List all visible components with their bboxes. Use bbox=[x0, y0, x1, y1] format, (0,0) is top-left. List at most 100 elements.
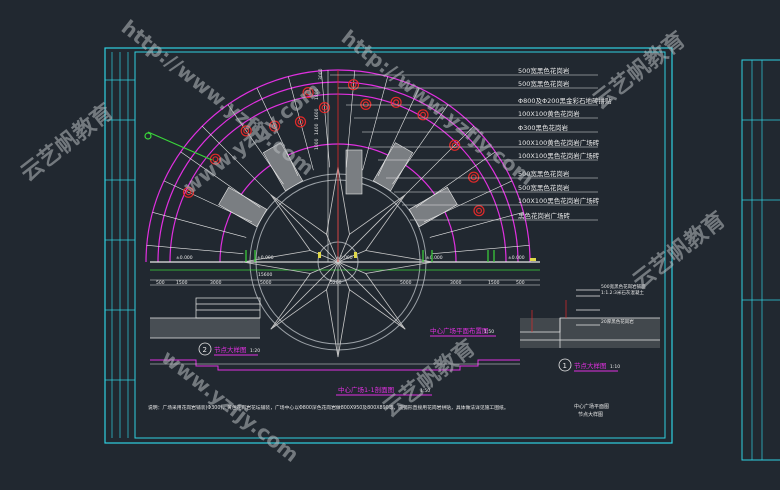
callout-label-9: 100X100黑色花岗岩广场砖 bbox=[518, 196, 600, 205]
star-ray-5 bbox=[337, 261, 366, 274]
callout-label-8: 500宽黑色花岗岩 bbox=[518, 183, 570, 192]
radial--15 bbox=[429, 212, 524, 238]
tree-marker-4 bbox=[294, 116, 307, 128]
dim-bottom-7: 1500 bbox=[488, 280, 500, 286]
tree-marker-13 bbox=[347, 79, 360, 91]
tree-marker-11 bbox=[473, 205, 485, 217]
node2-detail bbox=[150, 297, 261, 339]
radial--115 bbox=[256, 87, 299, 177]
dim-bottom-2: 3000 bbox=[210, 280, 222, 286]
detail-callout-1: 1:1.2:3米石灰混凝土 bbox=[601, 289, 644, 296]
tree-marker-12 bbox=[302, 86, 314, 99]
drawing-frame-outer bbox=[104, 47, 673, 444]
planter-block-3 bbox=[408, 186, 458, 228]
radial-lines bbox=[146, 70, 530, 254]
tree-markers bbox=[182, 79, 485, 217]
dim-bottom-3: 5000 bbox=[260, 280, 272, 286]
callout-lines bbox=[330, 74, 598, 221]
tree-marker-0 bbox=[182, 186, 195, 198]
elevation-marks: ±0.000±0.000±0.000±0.000±0.000 bbox=[176, 255, 525, 261]
section-title: 中心广场1-1剖面图 bbox=[338, 385, 394, 394]
node1-detail bbox=[520, 289, 660, 348]
star-ray-11 bbox=[310, 261, 339, 274]
tree-marker-5 bbox=[318, 101, 331, 114]
elevation-0: ±0.000 bbox=[176, 255, 193, 261]
design-note: 说明：广场采用花岗岩铺装(Φ300)，黄色花岗岩花坛铺装，广场中心以Φ800深色… bbox=[148, 404, 509, 411]
plan-title: 中心广场平面布置图 bbox=[430, 326, 489, 335]
dim-bottom-5: 5000 bbox=[400, 280, 412, 286]
node1-number: 1 bbox=[563, 362, 567, 370]
dim-top-1: 1800 bbox=[314, 88, 320, 100]
adjacent-sheet-frame bbox=[741, 59, 780, 461]
radial--175 bbox=[146, 245, 244, 254]
callout-label-1: 500宽黑色花岗岩 bbox=[518, 79, 570, 88]
title-strip bbox=[105, 52, 135, 438]
tree-marker-10 bbox=[468, 171, 480, 183]
planter-block-0 bbox=[218, 186, 268, 228]
dim-top-3: 1400 bbox=[314, 123, 320, 135]
radial--165 bbox=[152, 212, 247, 238]
radial--125 bbox=[227, 104, 284, 185]
dim-top-0: 3000 bbox=[318, 68, 324, 80]
top-dimensions: 3000 1800 1600 1400 1000 bbox=[314, 68, 324, 150]
planter-block-2 bbox=[372, 142, 414, 192]
dim-bottom-4: 5200 bbox=[330, 280, 342, 286]
elevation-1: ±0.000 bbox=[257, 255, 274, 261]
star-ray-10 bbox=[270, 261, 339, 330]
dim-bottom-8: 500 bbox=[516, 280, 525, 286]
node1-bubble bbox=[558, 358, 572, 372]
section-profile bbox=[150, 359, 520, 371]
detail-callout-2: 20厚黑色花岗岩 bbox=[601, 318, 634, 325]
tree-marker-6 bbox=[360, 98, 372, 111]
callout-label-7: 500宽黑色花岗岩 bbox=[518, 169, 570, 178]
dim-top-2: 1600 bbox=[314, 108, 320, 120]
radial--35 bbox=[415, 151, 496, 208]
dim-bottom-0: 500 bbox=[156, 280, 165, 286]
star-ray-14 bbox=[270, 194, 339, 263]
tree-marker-2 bbox=[240, 125, 252, 137]
dim-top-4: 1000 bbox=[314, 138, 320, 150]
callout-label-3: 100X100黄色花岗岩 bbox=[518, 109, 580, 118]
watermark-5: http://www.yzfjy.com bbox=[337, 25, 539, 190]
dim-bottom-6: 3000 bbox=[450, 280, 462, 286]
radial--45 bbox=[404, 125, 475, 196]
tree-marker-9 bbox=[449, 139, 461, 151]
callout-label-10: 黑色花岗岩广场砖 bbox=[518, 211, 571, 220]
accents bbox=[144, 131, 495, 262]
tree-marker-8 bbox=[417, 109, 429, 121]
callout-label-5: 100X100黄色花岗岩广场砖 bbox=[518, 138, 600, 147]
callout-label-2: Φ800及Φ200黑金彩石地砖拼贴 bbox=[518, 96, 612, 105]
elevation-4: ±0.000 bbox=[508, 255, 525, 261]
watermarks: 云艺帆教育 http://www.yzfjy.com www.yzfjy.com… bbox=[16, 15, 731, 467]
node2-scale: 1:20 bbox=[250, 348, 260, 354]
callout-label-4: Φ300黑色花岗岩 bbox=[518, 123, 569, 132]
watermark-4: 云艺帆教育 bbox=[588, 27, 691, 115]
tree-marker-3 bbox=[269, 120, 281, 132]
callout-label-0: 500宽黑色花岗岩 bbox=[518, 66, 570, 75]
radial--155 bbox=[163, 180, 253, 223]
tree-marker-7 bbox=[390, 96, 402, 108]
radial--75 bbox=[362, 76, 388, 171]
planter-block-center bbox=[345, 149, 363, 195]
star-ray-2 bbox=[337, 194, 406, 263]
watermark-1: 云艺帆教育 bbox=[16, 99, 119, 187]
star-ray-3 bbox=[337, 250, 366, 263]
star-ray-6 bbox=[337, 261, 406, 330]
star-ray-13 bbox=[310, 250, 339, 263]
watermark-6: 云艺帆教育 bbox=[628, 207, 731, 295]
node1-title: 节点大样图 bbox=[574, 361, 607, 370]
adjacent-title-strip bbox=[742, 60, 780, 460]
node1-scale: 1:10 bbox=[610, 364, 620, 370]
yellow-marks bbox=[318, 252, 536, 261]
title-block-2: 节点大样图 bbox=[578, 411, 603, 418]
callout-labels: 500宽黑色花岗岩 500宽黑色花岗岩 Φ800及Φ200黑金彩石地砖拼贴 100X1… bbox=[518, 66, 612, 220]
detail-callout-0: 500宽黑色花岗岩铺面 bbox=[601, 283, 646, 290]
star-ray-1 bbox=[337, 234, 350, 263]
callout-label-6: 100X100黑色花岗岩广场砖 bbox=[518, 151, 600, 160]
planter-block-1 bbox=[262, 142, 304, 192]
radial--95 bbox=[321, 70, 330, 168]
star-ray-15 bbox=[326, 234, 339, 263]
